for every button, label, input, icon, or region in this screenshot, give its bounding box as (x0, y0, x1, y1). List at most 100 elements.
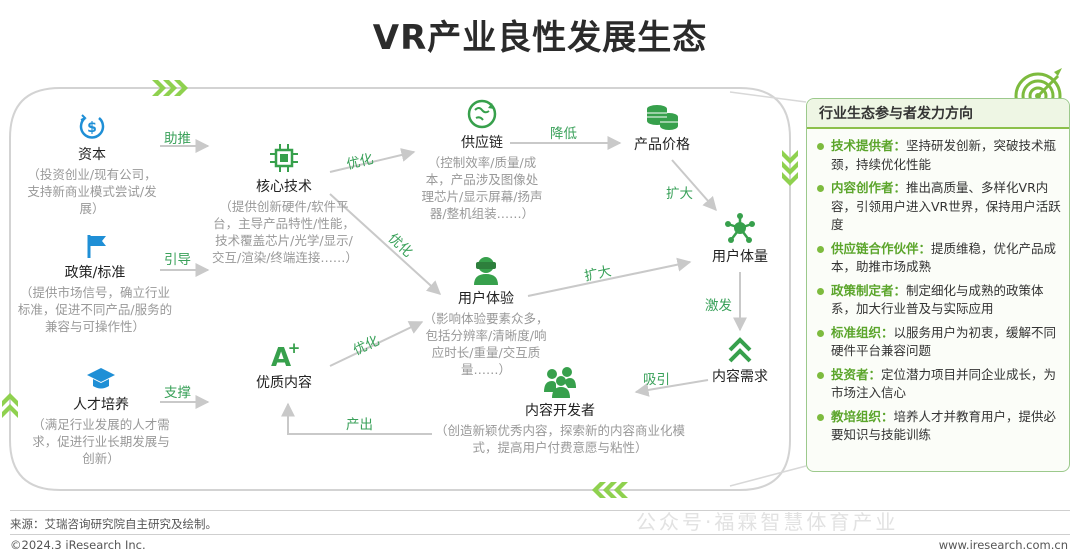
user-experience-desc: （影响体验要素众多，包括分辨率/清晰度/响应时长/重量/交互质量……） (423, 311, 549, 377)
panel-item-role: 政策制定者： (831, 282, 907, 298)
panel-item: 标准组织：以服务用户为初衷，缓解不同硬件平台兼容问题 (817, 324, 1061, 361)
bullet-dot-icon (817, 287, 824, 295)
label-dev-content: 产出 (346, 417, 373, 433)
label-users-demand: 激发 (705, 298, 732, 314)
node-user-experience: 用户体验 （影响体验要素众多，包括分辨率/清晰度/响应时长/重量/交互质量……） (420, 254, 552, 378)
edge-content-ux (329, 321, 424, 367)
content-dev-desc: （创造新颖优秀内容，探索新的内容商业化模式，提高用户付费意愿与粘性） (434, 423, 685, 455)
edge-price-users (671, 159, 717, 212)
content-demand-title: 内容需求 (712, 369, 768, 385)
quality-content-title: 优质内容 (256, 375, 312, 391)
loop-chevron-top (152, 80, 188, 96)
label-policy-core: 引导 (164, 252, 191, 268)
panel-item: 内容创作者：推出高质量、多样化VR内容，引领用户进入VR世界，保持用户活跃度 (817, 179, 1061, 235)
edge-dev-content (281, 402, 432, 435)
chevrons-up-icon (728, 337, 752, 363)
content-dev-title: 内容开发者 (525, 403, 595, 419)
footer-divider (10, 534, 1070, 535)
panel-title: 行业生态参与者发力方向 (807, 99, 1069, 129)
copyright: ©2024.3 iResearch Inc. (10, 538, 146, 552)
supply-chain-title: 供应链 (461, 135, 503, 151)
bullet-dot-icon (817, 413, 824, 421)
node-product-price: 产品价格 (616, 102, 708, 154)
edge-demand-dev (634, 379, 709, 397)
watermark: 公众号·福霖智慧体育产业 (636, 510, 899, 534)
bullet-dot-icon (817, 185, 824, 192)
page-title: VR产业良性发展生态 (372, 18, 708, 58)
user-base-title: 用户体量 (712, 249, 768, 265)
outer-loop (9, 87, 791, 491)
panel-item-role: 标准组织： (831, 324, 894, 340)
capital-dollar-icon: $ (79, 114, 105, 139)
label-talent-content: 支撑 (164, 385, 191, 401)
panel-item-text: 以服务用户为初衷，缓解不同硬件平台兼容问题 (831, 324, 1057, 359)
chip-icon (270, 144, 298, 172)
panel-connector (729, 91, 807, 487)
edge-core-ux (329, 193, 442, 295)
policy-desc: （提供市场信号，确立行业标准，促进不同产品/服务的兼容与可操作性） (17, 285, 173, 334)
panel-item: 供应链合作伙伴：提质维稳，优化产品成本，助推市场成熟 (817, 240, 1061, 277)
panel-item: 教培组织：培养人才并教育用户，提供必要知识与技能训练 (817, 408, 1061, 445)
edge-ux-users (527, 257, 692, 297)
svg-text:+: + (288, 340, 301, 357)
panel-item-role: 供应链合作伙伴： (831, 240, 932, 256)
panel-item-role: 教培组织： (831, 408, 894, 424)
supply-chain-desc: （控制效率/质量/成本，产品涉及图像处理芯片/显示屏幕/扬声器/整机组装……） (421, 155, 543, 221)
user-experience-title: 用户体验 (458, 291, 514, 307)
panel-item-role: 内容创作者： (831, 180, 907, 195)
loop-chevron-bottom (592, 482, 628, 498)
capital-title: 资本 (78, 147, 106, 163)
node-talent: 人才培养 （满足行业发展的人才需求，促进行业长期发展与创新） (28, 366, 174, 467)
globe-cycle-icon (467, 99, 497, 129)
user-network-icon (725, 213, 755, 243)
node-policy: 政策/标准 （提供市场信号，确立行业标准，促进不同产品/服务的兼容与可操作性） (14, 232, 176, 335)
capital-desc: （投资创业/现有公司，支持新商业模式尝试/发展） (27, 167, 157, 216)
loop-chevron-left (2, 393, 18, 418)
footer-divider (10, 510, 1070, 511)
node-capital: $ 资本 （投资创业/现有公司，支持新商业模式尝试/发展） (22, 112, 162, 217)
panel-list: 技术提供者：坚持研发创新，突破技术瓶颈，持续优化性能 内容创作者：推出高质量、多… (817, 137, 1061, 450)
core-tech-title: 核心技术 (256, 179, 312, 195)
node-core-tech: 核心技术 （提供创新硬件/软件平台，主导产品特性/性能，技术覆盖芯片/光学/显示… (212, 142, 358, 266)
panel-item-text: 提质维稳，优化产品成本，助推市场成熟 (831, 240, 1057, 275)
coins-icon (647, 105, 678, 130)
source-note: 来源：艾瑞咨询研究院自主研究及绘制。 (10, 517, 217, 531)
talent-desc: （满足行业发展的人才需求，促进行业长期发展与创新） (32, 417, 170, 466)
loop-chevron-right (782, 150, 798, 186)
a-plus-icon: A + (271, 340, 301, 370)
node-user-base: 用户体量 (698, 212, 782, 266)
edge-core-supply (329, 148, 416, 173)
panel-item-role: 技术提供者： (831, 138, 907, 153)
people-group-icon (544, 367, 576, 398)
label-supply-price: 降低 (550, 126, 577, 142)
svg-text:$: $ (87, 120, 97, 136)
label-price-users: 扩大 (666, 186, 693, 202)
panel-item-text: 定位潜力项目并同企业成长，为市场注入信心 (831, 366, 1057, 401)
label-capital-core: 助推 (164, 131, 191, 147)
bullet-dot-icon (817, 245, 824, 253)
panel-item-text: 培养人才并教育用户，提供必要知识与技能训练 (831, 408, 1057, 443)
panel-item-text: 推出高质量、多样化VR内容，引领用户进入VR世界，保持用户活跃度 (831, 180, 1061, 232)
bullet-dot-icon (817, 329, 824, 337)
product-price-title: 产品价格 (634, 137, 690, 153)
site-url: www.iresearch.com.cn (938, 538, 1068, 552)
policy-title: 政策/标准 (64, 265, 126, 281)
flag-icon (87, 235, 106, 258)
label-demand-dev: 吸引 (643, 372, 670, 388)
participants-panel: 行业生态参与者发力方向 技术提供者：坚持研发创新，突破技术瓶颈，持续优化性能 内… (806, 98, 1070, 472)
node-content-demand: 内容需求 (700, 336, 780, 386)
node-supply-chain: 供应链 （控制效率/质量/成本，产品涉及图像处理芯片/显示屏幕/扬声器/整机组装… (420, 98, 544, 222)
panel-item: 投资者：定位潜力项目并同企业成长，为市场注入信心 (817, 366, 1061, 403)
vr-user-icon (474, 257, 498, 285)
bullet-dot-icon (817, 143, 824, 150)
svg-text:A: A (271, 343, 291, 370)
node-quality-content: A + 优质内容 (232, 340, 336, 392)
graduation-cap-icon (87, 368, 115, 389)
bullet-dot-icon (817, 371, 824, 379)
talent-title: 人才培养 (73, 397, 129, 413)
node-content-dev: 内容开发者 （创造新颖优秀内容，探索新的内容商业化模式，提高用户付费意愿与粘性） (430, 366, 690, 456)
panel-item: 技术提供者：坚持研发创新，突破技术瓶颈，持续优化性能 (817, 137, 1061, 174)
core-tech-desc: （提供创新硬件/软件平台，主导产品特性/性能，技术覆盖芯片/光学/显示/交互/渲… (212, 199, 358, 265)
panel-item-role: 投资者： (831, 366, 882, 382)
